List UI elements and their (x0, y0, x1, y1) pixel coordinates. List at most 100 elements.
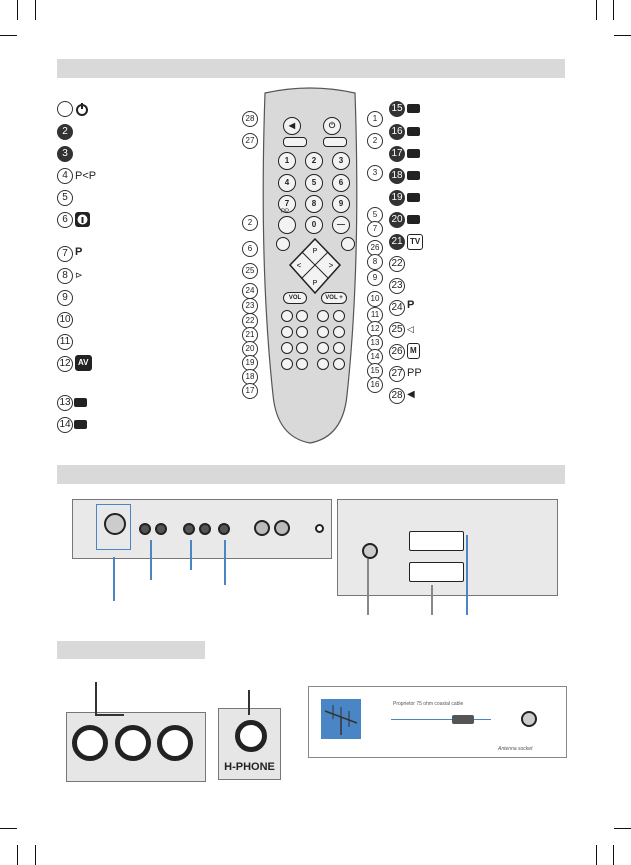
key-legend-17: 17 (389, 146, 405, 162)
key-legend-11: 11 (57, 334, 73, 350)
remote-small-button[interactable] (333, 326, 345, 338)
key-legend-28: 28 (389, 388, 405, 404)
remote-small-button[interactable] (296, 310, 308, 322)
control-button[interactable] (155, 523, 167, 535)
headphone-jack (235, 720, 267, 752)
remote-small-button[interactable] (333, 310, 345, 322)
digit-5-button[interactable]: 5 (305, 174, 323, 192)
hold-icon (407, 127, 420, 136)
key-legend-8: 8 (57, 268, 73, 284)
key-legend-13: 13 (57, 395, 73, 411)
antenna-socket (104, 513, 126, 535)
key-legend-18: 18 (389, 168, 405, 184)
dash-button[interactable]: — (332, 216, 350, 234)
callout: 2 (242, 215, 258, 231)
key-legend-22: 22 (389, 256, 405, 272)
digit-1-button[interactable]: 1 (278, 152, 296, 170)
digit-8-button[interactable]: 8 (305, 195, 323, 213)
mute-button[interactable]: ◀ (283, 117, 301, 135)
remote-small-button[interactable] (317, 326, 329, 338)
key-legend-6: 6 (57, 212, 73, 228)
crop-mark (35, 0, 36, 20)
svg-text:P: P (313, 280, 318, 287)
digit-2-button[interactable]: 2 (305, 152, 323, 170)
info-icon (75, 212, 90, 227)
vol-plus-button[interactable]: VOL + (321, 292, 347, 304)
control-button[interactable] (199, 523, 211, 535)
scart-socket (409, 531, 464, 551)
digit-3-button[interactable]: 3 (332, 152, 350, 170)
callout: 3 (367, 165, 383, 181)
callout: 7 (367, 221, 383, 237)
remote-small-button[interactable] (317, 310, 329, 322)
callout: 1 (367, 111, 383, 127)
digit-4-button[interactable]: 4 (278, 174, 296, 192)
crop-mark (0, 828, 17, 829)
remote-small-button[interactable] (296, 326, 308, 338)
digit-0-button[interactable]: 0 (305, 216, 323, 234)
pp-button[interactable] (283, 137, 307, 147)
remote-small-button[interactable] (296, 358, 308, 370)
antenna-diagram: Proprietor 75 ohm coaxial cable Antenna … (308, 686, 567, 758)
crop-mark (613, 845, 614, 865)
video-jack (157, 725, 193, 761)
crop-mark (0, 35, 17, 36)
socket-caption: Antenna socket (498, 746, 533, 752)
key-legend-12: 12 (57, 356, 73, 372)
callout-line (113, 557, 115, 601)
power-button[interactable]: ⏻ (323, 117, 341, 135)
right-side-button[interactable] (341, 237, 355, 251)
teletext-icon (74, 398, 87, 407)
control-button[interactable] (218, 523, 230, 535)
left-side-button[interactable] (276, 237, 290, 251)
tv-icon: TV (407, 234, 424, 250)
key-legend-7: 7 (57, 246, 73, 262)
callout: 27 (242, 133, 258, 149)
cancel-icon (407, 215, 420, 224)
crop-mark (17, 0, 18, 20)
remote-small-button[interactable] (281, 326, 293, 338)
remote-small-button[interactable] (333, 358, 345, 370)
key-legend-16: 16 (389, 124, 405, 140)
remote-small-button[interactable] (296, 342, 308, 354)
antenna-socket (521, 711, 537, 727)
control-button[interactable] (139, 523, 151, 535)
callout: 2 (367, 133, 383, 149)
remote-small-button[interactable] (281, 342, 293, 354)
digit-6-button[interactable]: 6 (332, 174, 350, 192)
callout: 25 (242, 263, 258, 279)
antenna-icon (324, 705, 358, 735)
antenna-socket (362, 543, 378, 559)
callout-line (96, 714, 124, 716)
remote-small-button[interactable] (281, 358, 293, 370)
power-icon (76, 103, 88, 116)
callout: 10 (367, 291, 383, 307)
key-legend-15: 15 (389, 101, 405, 117)
subpage-icon (407, 149, 420, 158)
remote-small-button[interactable] (281, 310, 293, 322)
remote-small-button[interactable] (317, 342, 329, 354)
digit-9-button[interactable]: 9 (332, 195, 350, 213)
volume-label: ⊳ (75, 270, 83, 280)
swap-button[interactable] (323, 137, 347, 147)
remote-small-button[interactable] (317, 358, 329, 370)
control-button[interactable] (183, 523, 195, 535)
crop-mark (35, 845, 36, 865)
vol-minus-button[interactable]: VOL (283, 292, 307, 304)
svg-text:<: < (297, 261, 302, 270)
key-legend-5: 5 (57, 190, 73, 206)
front-panel (72, 499, 332, 559)
teletext-icon (407, 104, 420, 113)
callout: 16 (367, 377, 383, 393)
crop-mark (596, 0, 597, 20)
scart-socket (409, 562, 464, 582)
callout: 8 (367, 254, 383, 270)
digit-7-button[interactable]: 7 (278, 195, 296, 213)
led-indicator (315, 524, 324, 533)
navigation-pad[interactable]: P P < > (280, 237, 350, 297)
pp-round-button[interactable] (278, 216, 296, 234)
remote-small-button[interactable] (333, 342, 345, 354)
key-legend-2: 2 (57, 124, 73, 140)
size-icon (407, 193, 420, 202)
callout: 9 (367, 270, 383, 286)
